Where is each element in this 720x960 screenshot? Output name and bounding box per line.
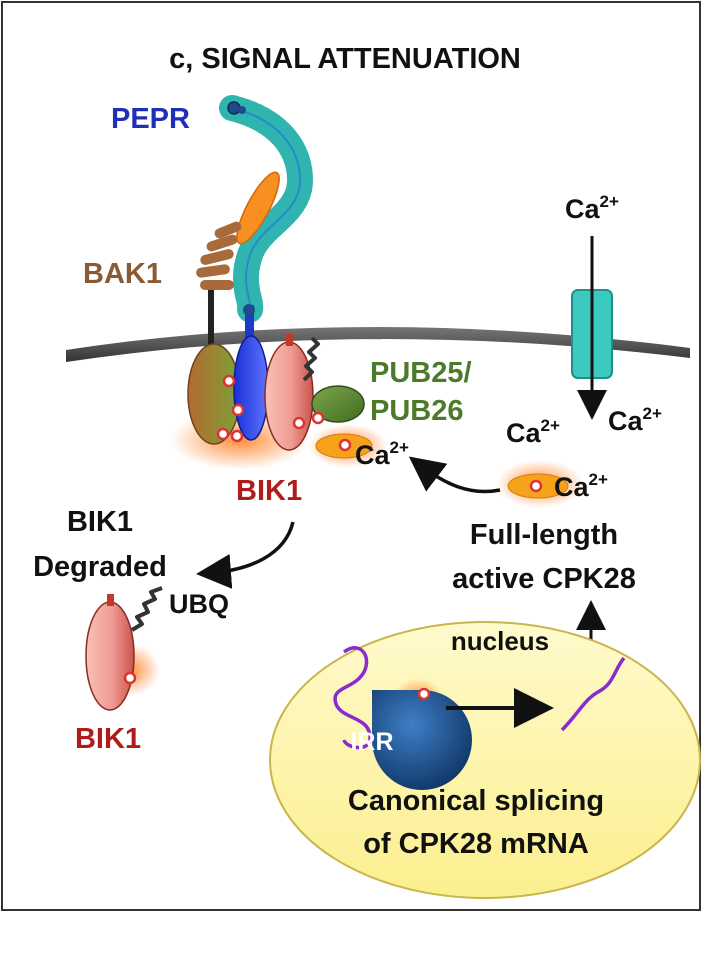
cpk28-free (496, 460, 584, 508)
phospho-site-2 (231, 403, 245, 417)
nucleus-label: nucleus (451, 626, 549, 656)
ca-bound-cpk-label: Ca2+ (554, 470, 608, 502)
phospho-site-4 (230, 429, 244, 443)
bik1-membrane-protein (264, 341, 314, 451)
ubiquitin-chain-degraded (130, 586, 163, 632)
mature-mrna-icon (560, 656, 626, 732)
pepr-kinase-domain (233, 335, 269, 441)
phospho-site-9 (123, 671, 137, 685)
pub-label-line1: PUB25/ (370, 357, 472, 389)
irr-icon (372, 690, 472, 790)
bik1-degraded (85, 586, 163, 711)
plasma-membrane (66, 326, 690, 362)
phospho-site-6 (311, 411, 325, 425)
splicing-label-line2: of CPK28 mRNA (363, 828, 589, 860)
bak1-kinase-domain (187, 343, 241, 445)
bak1-lrr-4 (206, 234, 238, 252)
bak1-lrr-2 (196, 264, 230, 278)
phospho-site-5 (292, 416, 306, 430)
bak1-lrr-3 (200, 249, 234, 265)
ca-right-label: Ca2+ (608, 404, 662, 436)
bik1-degraded-shape (85, 601, 135, 711)
bik1-anchor (286, 334, 293, 346)
bik1-degraded-anchor (107, 594, 114, 606)
panel-title: c, SIGNAL ATTENUATION (169, 43, 521, 75)
bik1-bottom-label: BIK1 (75, 723, 141, 755)
bak1-lrr-5 (214, 221, 242, 239)
pepr-coil-outline (231, 107, 302, 311)
phospho-site-1 (222, 374, 236, 388)
pepr-label: PEPR (111, 103, 190, 135)
nucleus (269, 621, 701, 899)
bik1-degradation-arrow (196, 521, 295, 589)
ubq-label: UBQ (169, 589, 229, 619)
pepr-receptor (219, 95, 314, 365)
cpk28-label-line1: Full-length (470, 519, 618, 551)
cpk28-recruitment-arrow (408, 456, 501, 494)
pub25-26-icon (311, 385, 365, 423)
pep-peptide-icon-2 (238, 106, 246, 114)
bik1-membrane-label: BIK1 (236, 475, 302, 507)
cpk28-membrane (308, 424, 388, 468)
bik1-degraded-line2: Degraded (33, 551, 167, 583)
cpk28-label-line2: active CPK28 (452, 563, 636, 595)
pep-peptide-icon (227, 101, 241, 115)
irr-label: IRR (350, 728, 393, 756)
ca-top-label: Ca2+ (565, 192, 619, 224)
phospho-site-10 (417, 687, 431, 701)
receptor-kinase-complex (170, 334, 365, 470)
phospho-site-3 (216, 427, 230, 441)
bak1-label: BAK1 (83, 258, 162, 290)
ca-left-label: Ca2+ (506, 416, 560, 448)
pepr-transmembrane (245, 305, 254, 365)
ca-bound-membrane-label: Ca2+ (355, 438, 409, 470)
bak1-transmembrane (208, 290, 214, 365)
pre-mrna-icon (333, 646, 372, 750)
pepr-stem-knob (243, 304, 255, 316)
phospho-site-8 (529, 479, 543, 493)
splicing-label-line1: Canonical splicing (348, 785, 604, 817)
ubiquitin-chain-membrane (302, 336, 320, 382)
bak1-lrr-1 (200, 280, 234, 290)
pep-ligand-icon (236, 171, 280, 245)
bik1-degraded-line1: BIK1 (67, 506, 133, 538)
phospho-site-7 (338, 438, 352, 452)
pub-label-line2: PUB26 (370, 395, 464, 427)
bak1-ectodomain (196, 221, 242, 365)
